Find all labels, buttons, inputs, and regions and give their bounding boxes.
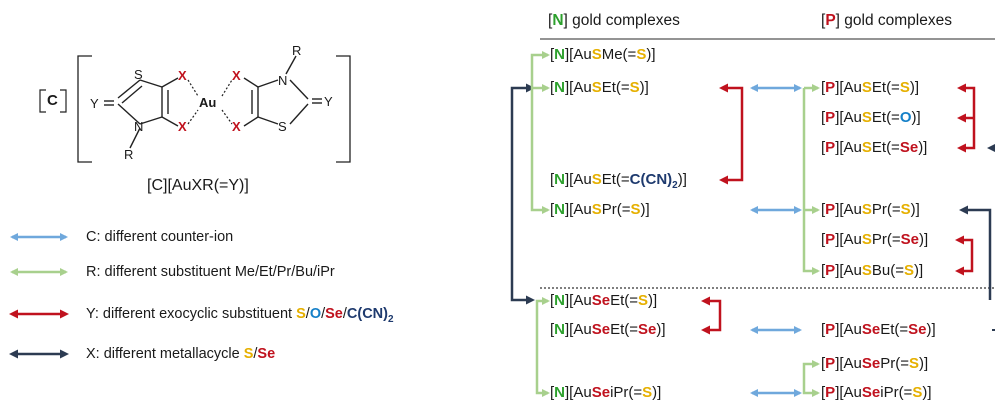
p-complex-7: [P][AuSeEt(=Se)] [821, 321, 936, 338]
atom-y-right: Y [324, 94, 333, 109]
atom-x-4: X [232, 119, 241, 134]
navy-bracket-left [510, 83, 535, 305]
red-bracket-p-2 [955, 235, 974, 276]
atom-y-left: Y [90, 96, 99, 111]
chemical-structure [39, 55, 351, 163]
atom-n-right: N [278, 73, 288, 88]
legend-substituent: R: different substituent Me/Et/Pr/Bu/iPr [86, 264, 335, 280]
p-complex-6: [P][AuSBu(=S)] [821, 262, 924, 279]
legend-exocyclic: Y: different exocyclic substituent S/O/S… [86, 306, 394, 325]
green-bracket-n-bottom [535, 297, 550, 397]
header-p-gold-complexes: [P] gold complexes [821, 12, 952, 29]
p-complex-9: [P][AuSeiPr(=S)] [821, 384, 932, 401]
atom-s-right: S [278, 119, 287, 134]
legend-metallacycle: X: different metallacycle S/Se [86, 346, 276, 362]
red-bracket-n-bottom [701, 296, 722, 335]
green-bracket-p-mid [802, 210, 820, 275]
p-complex-5: [P][AuSPr(=Se)] [821, 231, 929, 248]
p-complex-1: [P][AuSEt(=S)] [821, 79, 920, 96]
structure-caption: [C][AuXR(=Y)] [147, 177, 249, 194]
p-complex-4: [P][AuSPr(=S)] [821, 201, 920, 218]
counterion-c-label: C [47, 92, 58, 109]
atom-au: Au [199, 95, 217, 110]
navy-bracket-p-2 [959, 205, 992, 300]
p-complex-2: [P][AuSEt(=O)] [821, 109, 921, 126]
n-complex-6: [N][AuSeEt(=Se)] [550, 321, 666, 338]
p-complex-3: [P][AuSEt(=Se)] [821, 139, 928, 156]
n-complex-5: [N][AuSeEt(=S)] [550, 292, 658, 309]
atom-s-left: S [134, 67, 143, 82]
n-complex-1: [N][AuSMe(=S)] [550, 46, 656, 63]
p-complex-8: [P][AuSePr(=S)] [821, 355, 929, 372]
atom-r-right: R [292, 43, 302, 58]
n-complex-7: [N][AuSeiPr(=S)] [550, 384, 662, 401]
atom-x-3: X [232, 68, 241, 83]
red-bracket-n-top [719, 83, 744, 185]
green-bracket-n-top [530, 51, 550, 214]
n-complex-2: [N][AuSEt(=S)] [550, 79, 649, 96]
atom-n-left: N [134, 119, 144, 134]
header-n-gold-complexes: [N] gold complexes [548, 12, 680, 29]
atom-x-2: X [178, 119, 187, 134]
atom-r-left: R [124, 147, 134, 162]
n-complex-4: [N][AuSPr(=S)] [550, 201, 650, 218]
atom-x-1: X [178, 68, 187, 83]
n-complex-3: [N][AuSEt(=C(CN)2)] [550, 171, 687, 191]
green-bracket-p-bottom [802, 360, 820, 397]
legend-counter-ion: C: different counter-ion [86, 229, 234, 245]
